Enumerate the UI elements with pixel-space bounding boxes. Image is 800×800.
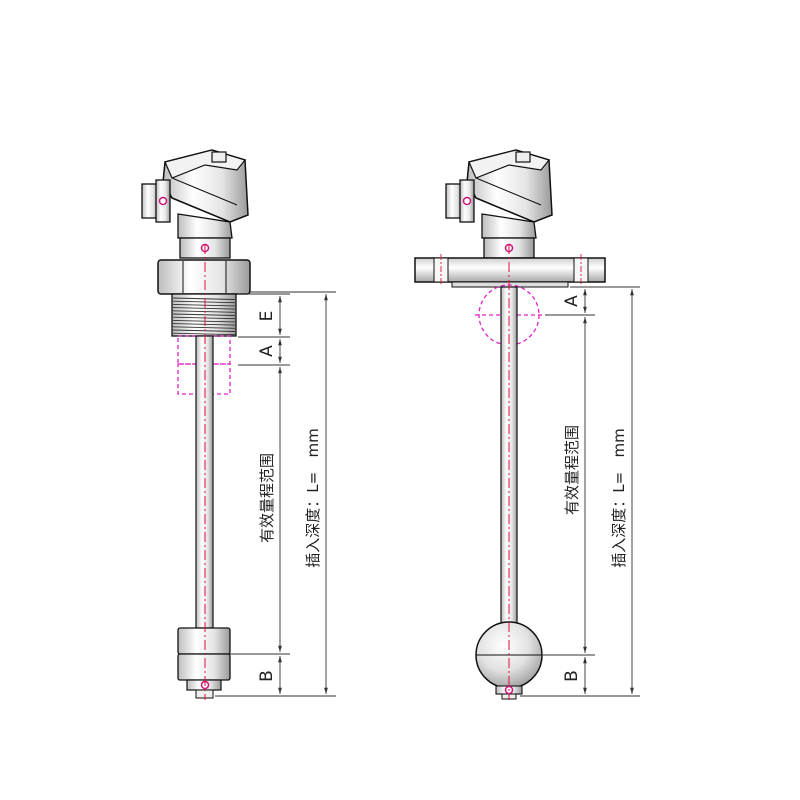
right-dimension-labels: A 有效量程范围 B 插入深度：L= mm [562,295,628,682]
thread-line [172,313,236,316]
hex-nut [157,259,251,295]
left-dimensions [215,291,336,697]
right-dimensions [520,286,640,697]
label-insertion-depth-2: 插入深度：L= mm [610,428,628,567]
thread-line [172,323,236,326]
left-dimension-labels: E A 有效量程范围 B 插入深度：L= mm [257,311,322,682]
thread-line [172,307,236,310]
thread-line [172,310,236,313]
label-A-2: A [562,295,582,307]
pipe-thread [171,293,237,337]
thread-line [172,303,236,307]
label-effective-range-2: 有效量程范围 [563,425,581,515]
threaded-sensor [141,149,251,700]
label-E: E [257,311,277,322]
label-A: A [257,345,277,357]
cable-gland-2 [445,179,475,223]
flange-sensor [414,149,606,700]
label-effective-range: 有效量程范围 [258,453,276,543]
label-insertion-depth: 插入深度：L= mm [304,428,322,567]
thread-line [172,319,236,323]
label-B: B [257,670,277,682]
thread-line [172,326,236,329]
junction-box-head-2 [466,149,553,223]
thread-line [172,332,236,336]
label-B-2: B [562,670,582,682]
flange-plate [414,254,606,288]
thread-line [172,300,236,304]
thread-line [172,329,236,332]
cable-gland [141,179,171,223]
junction-box-head [162,149,249,223]
cylindrical-float [177,627,231,699]
thread-line [172,316,236,320]
thread-line [172,297,236,300]
